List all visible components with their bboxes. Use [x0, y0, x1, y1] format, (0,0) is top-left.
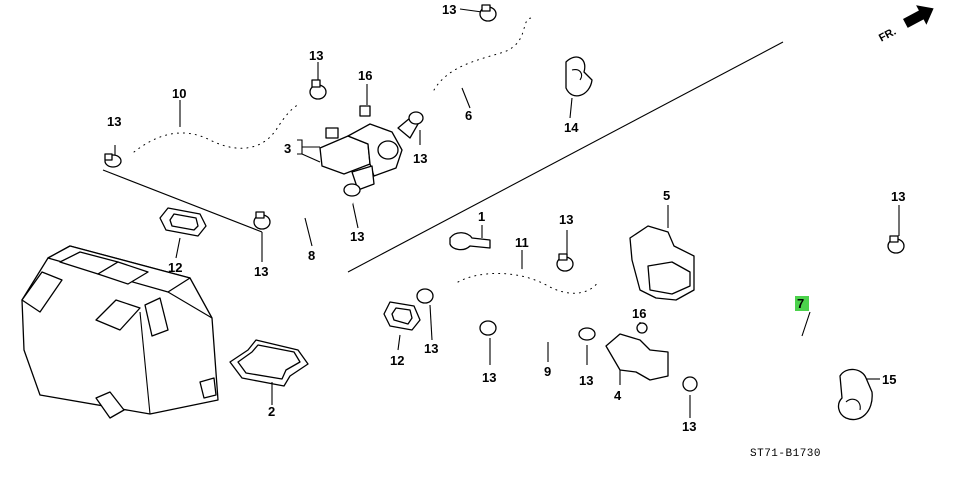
hose-8 — [274, 190, 354, 222]
valve-bracket-4 — [605, 322, 669, 381]
hose-clip-15 — [837, 368, 873, 421]
grommet-12 — [159, 207, 207, 237]
label-5: 5 — [663, 188, 670, 203]
leader-lines-upper — [102, 8, 573, 262]
label-1: 1 — [478, 209, 485, 224]
hose-clamp-13 — [309, 79, 327, 100]
label-12: 12 — [168, 260, 182, 275]
section-divider — [347, 41, 784, 273]
label-13: 13 — [309, 48, 323, 63]
label-13: 13 — [682, 419, 696, 434]
hose-7 — [707, 251, 947, 406]
label-3: 3 — [284, 141, 291, 156]
label-9: 9 — [544, 364, 551, 379]
label-13: 13 — [350, 229, 364, 244]
label-7: 7 — [797, 296, 804, 311]
label-16: 16 — [632, 306, 646, 321]
label-2: 2 — [268, 404, 275, 419]
part-labels: 13 13 16 10 13 6 14 3 13 5 13 1 13 13 11… — [107, 2, 905, 434]
hose-clamp-13 — [479, 4, 497, 22]
label-13: 13 — [579, 373, 593, 388]
label-13: 13 — [442, 2, 456, 17]
hose-11 — [445, 257, 608, 301]
label-11: 11 — [515, 235, 529, 250]
hose-9 — [502, 310, 572, 330]
hose-clamp-13 — [887, 235, 905, 254]
label-13: 13 — [413, 151, 427, 166]
hose-clip-14 — [565, 56, 593, 97]
label-8: 8 — [308, 248, 315, 263]
label-13: 13 — [424, 341, 438, 356]
label-13: 13 — [254, 264, 268, 279]
label-13: 13 — [482, 370, 496, 385]
label-14: 14 — [564, 120, 579, 135]
label-16: 16 — [358, 68, 372, 83]
hose-clamp-13 — [578, 327, 596, 341]
label-15: 15 — [882, 372, 896, 387]
diagram-code: ST71-B1730 — [750, 448, 821, 460]
hose-clamp-13 — [556, 253, 574, 272]
front-label: FR. — [877, 26, 898, 45]
gasket-2 — [229, 339, 309, 405]
grommet-12 — [383, 301, 421, 331]
hose-clamp-13 — [682, 376, 698, 392]
hose-10 — [121, 97, 309, 165]
label-12: 12 — [390, 353, 404, 368]
label-6: 6 — [465, 108, 472, 123]
label-4: 4 — [614, 388, 622, 403]
bracket-5 — [629, 225, 695, 301]
hose-clip-1 — [449, 232, 491, 251]
hose-clamp-13 — [416, 288, 434, 304]
hose-clamp-13 — [104, 153, 122, 168]
hose-clamp-13 — [479, 320, 497, 336]
hose-clamp-13 — [253, 211, 271, 230]
label-13: 13 — [107, 114, 121, 129]
label-13: 13 — [891, 189, 905, 204]
highlight-box — [795, 296, 809, 311]
hose-clamp-13 — [343, 183, 361, 197]
hose-6 — [423, 11, 553, 103]
hose-clamp-13 — [408, 111, 424, 125]
label-13: 13 — [559, 212, 573, 227]
water-valve-3 — [319, 105, 419, 191]
front-direction-arrow: FR. — [877, 5, 934, 45]
label-10: 10 — [172, 86, 186, 101]
heater-unit — [21, 245, 219, 419]
